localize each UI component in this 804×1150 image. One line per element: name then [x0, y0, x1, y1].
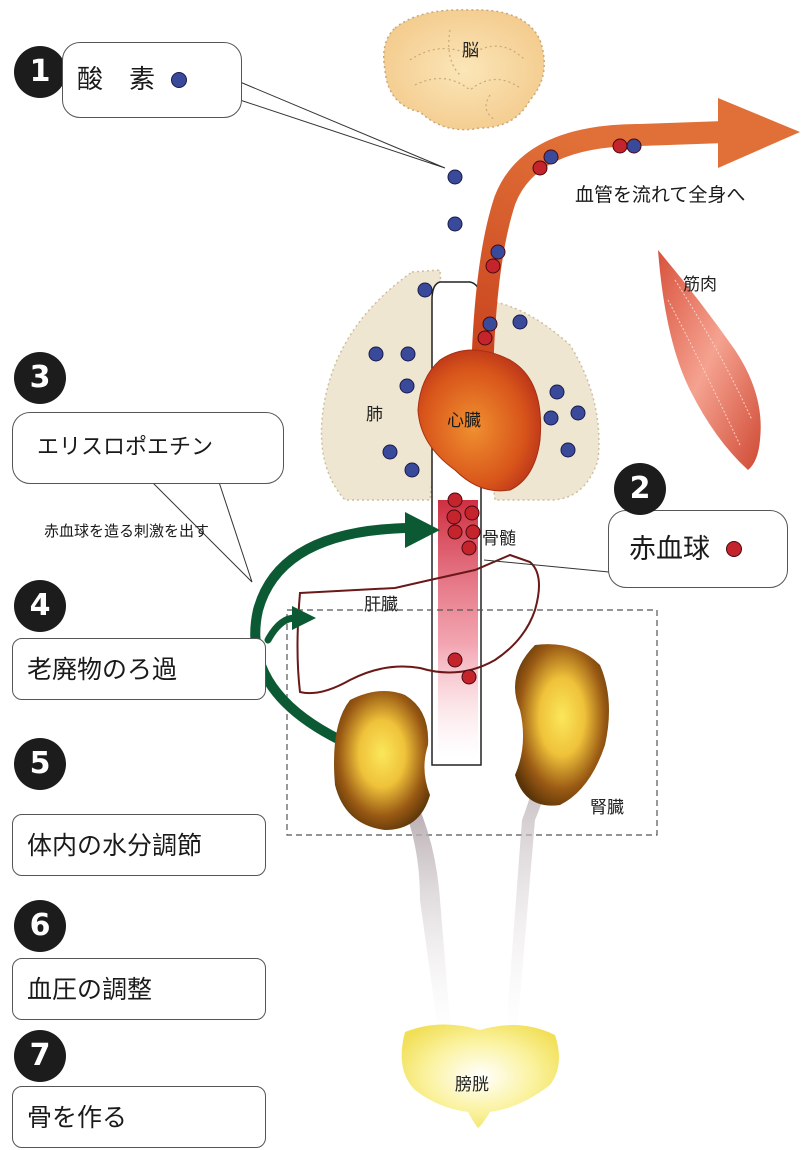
red-cell-dot [465, 506, 479, 520]
waste-filtration-box: 老廃物のろ過 [12, 638, 266, 700]
red-cell-dot [478, 331, 492, 345]
red-cell-dot [462, 670, 476, 684]
oxygen-dot [561, 443, 575, 457]
step-6-badge: 6 [14, 900, 66, 952]
brain-label: 脳 [462, 36, 479, 61]
brain-shape [384, 10, 544, 130]
erythropoietin-callout: エリスロポエチン [12, 412, 284, 484]
oxygen-dot [448, 170, 462, 184]
oxygen-dot [401, 347, 415, 361]
heart-label: 心臓 [447, 406, 481, 431]
red-cell-callout: 赤血球 [608, 510, 788, 588]
green-arrow-to-liver [268, 618, 295, 640]
oxygen-legend-icon [171, 72, 187, 88]
kidney-right [515, 644, 609, 805]
step-2-badge: 2 [614, 463, 666, 515]
blood-flow-caption: 血管を流れて全身へ [575, 180, 745, 207]
lung-label: 肺 [366, 400, 383, 425]
oxygen-callout: 酸 素 [62, 42, 242, 118]
water-balance-box: 体内の水分調節 [12, 814, 266, 876]
bone-formation-box: 骨を作る [12, 1086, 266, 1148]
red-cell-dot [613, 139, 627, 153]
step-5-badge: 5 [14, 738, 66, 790]
red-cell-dot [447, 510, 461, 524]
oxygen-dot [405, 463, 419, 477]
oxygen-dot [383, 445, 397, 459]
red-cell-label: 赤血球 [629, 536, 710, 563]
red-cell-dot [448, 493, 462, 507]
bone-formation-label: 骨を作る [27, 1105, 127, 1130]
bladder-label: 膀胱 [455, 1070, 489, 1095]
liver-outline [298, 555, 540, 693]
oxygen-dot [418, 283, 432, 297]
oxygen-dot [483, 317, 497, 331]
blood-pressure-label: 血圧の調整 [27, 977, 152, 1002]
step-7-badge: 7 [14, 1030, 66, 1082]
oxygen-dot [491, 245, 505, 259]
oxygen-dot [544, 150, 558, 164]
kidney-left [334, 691, 430, 830]
oxygen-dot [400, 379, 414, 393]
step-3-badge: 3 [14, 352, 66, 404]
erythropoietin-label: エリスロポエチン [37, 437, 213, 459]
kidney-label: 腎臓 [590, 793, 624, 818]
oxygen-dot [627, 139, 641, 153]
oxygen-dot [571, 406, 585, 420]
red-cell-dot [533, 161, 547, 175]
water-balance-label: 体内の水分調節 [27, 833, 202, 858]
oxygen-dot [448, 217, 462, 231]
oxygen-label: 酸 素 [77, 67, 155, 93]
erythropoietin-note: 赤血球を造る刺激を出す [44, 520, 209, 541]
oxygen-dot [544, 411, 558, 425]
red-cell-dot [486, 259, 500, 273]
waste-filtration-label: 老廃物のろ過 [27, 657, 177, 682]
red-cell-dot [466, 525, 480, 539]
red-cell-dot [448, 653, 462, 667]
oxygen-dot [513, 315, 527, 329]
step-4-badge: 4 [14, 580, 66, 632]
red-cell-dot [462, 541, 476, 555]
oxygen-dot [550, 385, 564, 399]
red-cell-legend-icon [726, 541, 742, 557]
step-1-badge: 1 [14, 46, 66, 98]
bone-marrow-label: 骨髄 [482, 524, 516, 549]
oxygen-dot [369, 347, 383, 361]
blood-pressure-box: 血圧の調整 [12, 958, 266, 1020]
liver-label: 肝臓 [364, 590, 398, 615]
red-cell-dot [448, 525, 462, 539]
muscle-label: 筋肉 [683, 270, 717, 295]
